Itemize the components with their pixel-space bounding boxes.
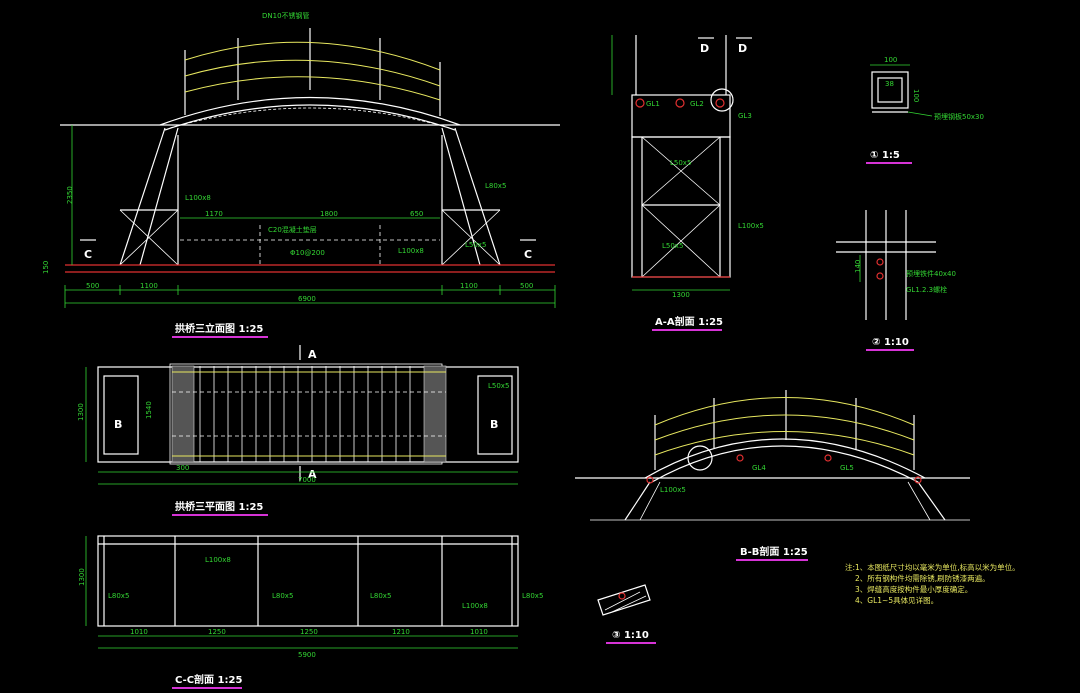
d1-title: ① 1:5 bbox=[870, 150, 900, 161]
section-mark-c-left: C bbox=[84, 248, 92, 261]
plan-mark-a-top: A bbox=[308, 348, 317, 361]
aa-mark-d1: D bbox=[700, 42, 709, 55]
label-l100x8: L100x8 bbox=[185, 194, 211, 202]
cc-label-6: L80x5 bbox=[522, 592, 543, 600]
cc-overall: 5900 bbox=[298, 651, 316, 659]
aa-title: A-A剖面 1:25 bbox=[655, 315, 723, 328]
note-2: 2、所有钢构件均需除锈,刷防锈漆两遍。 bbox=[855, 573, 990, 583]
detail-3: ③ 1:10 bbox=[597, 584, 656, 644]
cc-label-5: L100x8 bbox=[462, 602, 488, 610]
elev-height: 2350 bbox=[66, 186, 74, 204]
elev-dim-3: 1100 bbox=[460, 282, 478, 290]
plan-dim-b2: 7000 bbox=[298, 476, 316, 484]
elev-dim-4: 500 bbox=[520, 282, 533, 290]
d3-title: ③ 1:10 bbox=[612, 630, 649, 641]
elevation-title: 拱桥三立面图 1:25 bbox=[175, 322, 263, 335]
label-top: DN10不锈钢管 bbox=[262, 11, 310, 20]
label-l80x5: L80x5 bbox=[485, 182, 506, 190]
plan-view: B B A A 1300 1540 300 7000 L50x5 拱桥三平面图 … bbox=[77, 345, 519, 516]
cc-dim-4: 1210 bbox=[392, 628, 410, 636]
label-l50x5: L50x5 bbox=[465, 241, 486, 249]
bb-label-2: GL4 bbox=[752, 464, 766, 472]
elev-mid-2: 1800 bbox=[320, 210, 338, 218]
aa-label-2: L100x5 bbox=[738, 222, 764, 230]
note-4: 4、GL1~5具体见详图。 bbox=[855, 595, 938, 605]
plan-mark-b-right: B bbox=[490, 418, 498, 431]
d2-title: ② 1:10 bbox=[872, 337, 909, 348]
notes: 注:1、本图纸尺寸均以毫米为单位,标高以米为单位。 2、所有钢构件均需除锈,刷防… bbox=[845, 562, 1020, 605]
elev-small: 150 bbox=[42, 261, 50, 274]
cc-dim-1: 1010 bbox=[130, 628, 148, 636]
cc-label-4: L80x5 bbox=[370, 592, 391, 600]
elevation-view: C C 500 1100 1100 500 6900 1170 1800 650… bbox=[42, 11, 560, 338]
section-bb: L100x5 GL4 GL5 B-B剖面 1:25 bbox=[575, 390, 970, 561]
aa-gl2: GL2 bbox=[690, 100, 704, 108]
d1-dim-top: 100 bbox=[884, 56, 897, 64]
aa-label-3: L50x5 bbox=[662, 242, 683, 250]
elev-mid-1: 1170 bbox=[205, 210, 223, 218]
plan-dim-b1: 300 bbox=[176, 464, 189, 472]
bb-label-3: GL5 bbox=[840, 464, 854, 472]
detail-1: 100 38 100 预埋钢板50x30 ① 1:5 bbox=[866, 56, 984, 164]
aa-label-1: L50x5 bbox=[670, 159, 691, 167]
bb-label-1: L100x5 bbox=[660, 486, 686, 494]
plan-dim-left2: 1540 bbox=[145, 401, 153, 419]
d2-label-a: 预埋铁件40x40 bbox=[906, 269, 956, 278]
cc-dim-3: 1250 bbox=[300, 628, 318, 636]
aa-gl1: GL1 bbox=[646, 100, 660, 108]
label-c20: C20混凝土垫层 bbox=[268, 225, 317, 234]
cc-height: 1300 bbox=[78, 568, 86, 586]
aa-mark-d2: D bbox=[738, 42, 747, 55]
cc-label-1: L80x5 bbox=[108, 592, 129, 600]
aa-width: 1300 bbox=[672, 291, 690, 299]
bb-title: B-B剖面 1:25 bbox=[740, 545, 808, 558]
note-3: 3、焊缝高度按构件最小厚度确定。 bbox=[855, 584, 972, 594]
note-1: 注:1、本图纸尺寸均以毫米为单位,标高以米为单位。 bbox=[845, 562, 1020, 572]
cc-label-2: L100x8 bbox=[205, 556, 231, 564]
d2-dim: 140 bbox=[854, 260, 862, 273]
section-aa: 1300 L50x5 L100x5 L50x5 GL1 GL2 GL3 D D … bbox=[611, 35, 764, 331]
d1-dim-right: 100 bbox=[912, 89, 920, 102]
detail-2: 140 预埋铁件40x40 GL1.2.3螺栓 ② 1:10 bbox=[836, 210, 956, 351]
d1-dim-mid: 38 bbox=[885, 80, 894, 88]
elev-mid-3: 650 bbox=[410, 210, 423, 218]
label-steel: Φ10@200 bbox=[290, 249, 325, 257]
d1-label: 预埋钢板50x30 bbox=[934, 112, 984, 121]
label-l100x8b: L100x8 bbox=[398, 247, 424, 255]
plan-mark-b-left: B bbox=[114, 418, 122, 431]
cc-label-3: L80x5 bbox=[272, 592, 293, 600]
plan-label-l50: L50x5 bbox=[488, 382, 509, 390]
elev-overall: 6900 bbox=[298, 295, 316, 303]
plan-dim-left: 1300 bbox=[77, 403, 85, 421]
plan-title: 拱桥三平面图 1:25 bbox=[175, 500, 263, 513]
cc-title: C-C剖面 1:25 bbox=[175, 673, 242, 686]
d2-label-b: GL1.2.3螺栓 bbox=[906, 285, 947, 294]
section-mark-c-right: C bbox=[524, 248, 532, 261]
cc-dim-2: 1250 bbox=[208, 628, 226, 636]
aa-gl3: GL3 bbox=[738, 112, 752, 120]
cc-dim-5: 1010 bbox=[470, 628, 488, 636]
elev-dim-2: 1100 bbox=[140, 282, 158, 290]
elev-dim-1: 500 bbox=[86, 282, 99, 290]
section-cc: 1300 1010 1250 1250 1210 1010 5900 L80x5… bbox=[78, 535, 543, 689]
plan-mark-a-bottom: A bbox=[308, 468, 317, 481]
